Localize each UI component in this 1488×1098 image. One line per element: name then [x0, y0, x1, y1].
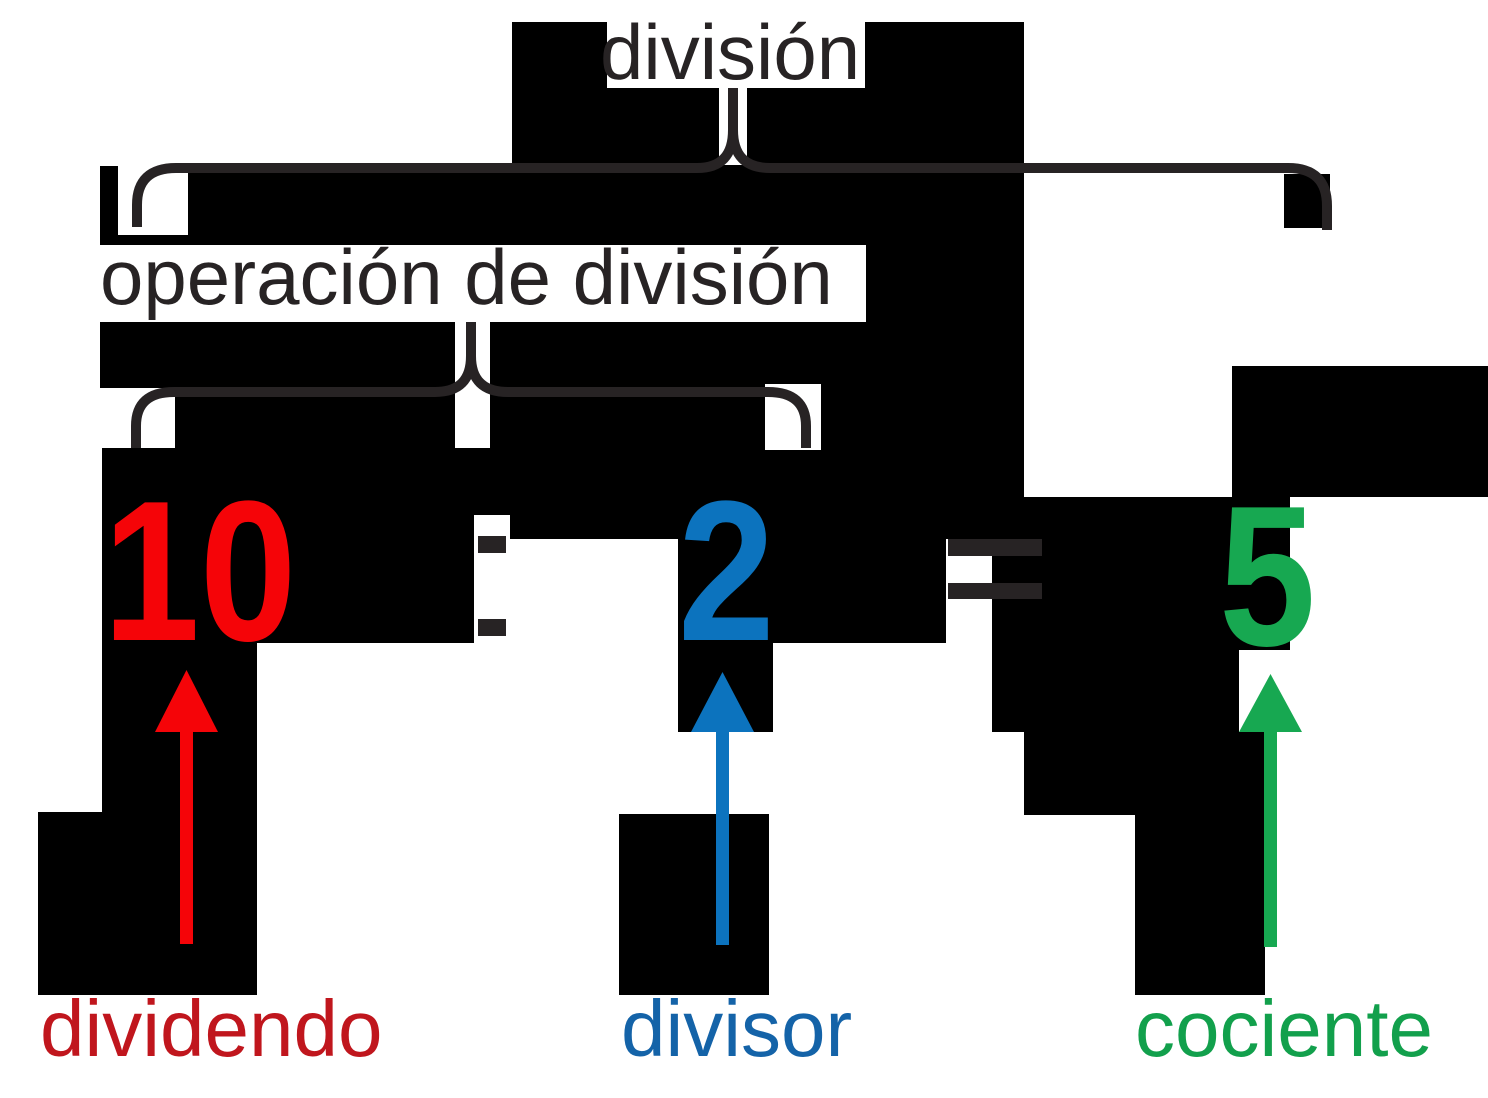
quotient-label: cociente [1135, 984, 1433, 1073]
black-region [992, 366, 1024, 497]
black-region [512, 22, 607, 167]
divisor-arrow [691, 672, 754, 945]
black-region [100, 322, 455, 388]
black-region [619, 814, 769, 995]
page-title: división [600, 8, 861, 96]
division-brace-left [132, 88, 738, 227]
black-region [1232, 366, 1488, 497]
quotient-arrow [1239, 674, 1302, 947]
dividend-label: dividendo [40, 984, 383, 1073]
divisor-value: 2 [678, 460, 775, 683]
black-region [100, 166, 1024, 245]
black-region [773, 539, 946, 643]
quotient-value: 5 [1219, 465, 1316, 688]
operation-brace-left [131, 322, 476, 448]
operation-brace-right [466, 322, 811, 448]
black-region [490, 322, 992, 448]
black-region [1135, 815, 1265, 995]
black-region [506, 448, 678, 539]
black-region [102, 448, 477, 643]
black-region [992, 643, 1239, 732]
dividend-value: 10 [103, 460, 297, 683]
black-region [992, 322, 1024, 366]
black-region [175, 388, 455, 448]
divisor-label: divisor [621, 984, 853, 1073]
subtitle: operación de división [100, 233, 833, 321]
black-region [992, 497, 1290, 650]
black-region [38, 812, 257, 995]
black-region [1024, 732, 1265, 815]
division-brace-right [728, 88, 1332, 230]
dividend-arrow [155, 670, 218, 944]
black-region [477, 448, 506, 515]
black-region [866, 245, 1024, 322]
black-region [865, 22, 1024, 167]
black-region [773, 448, 992, 539]
